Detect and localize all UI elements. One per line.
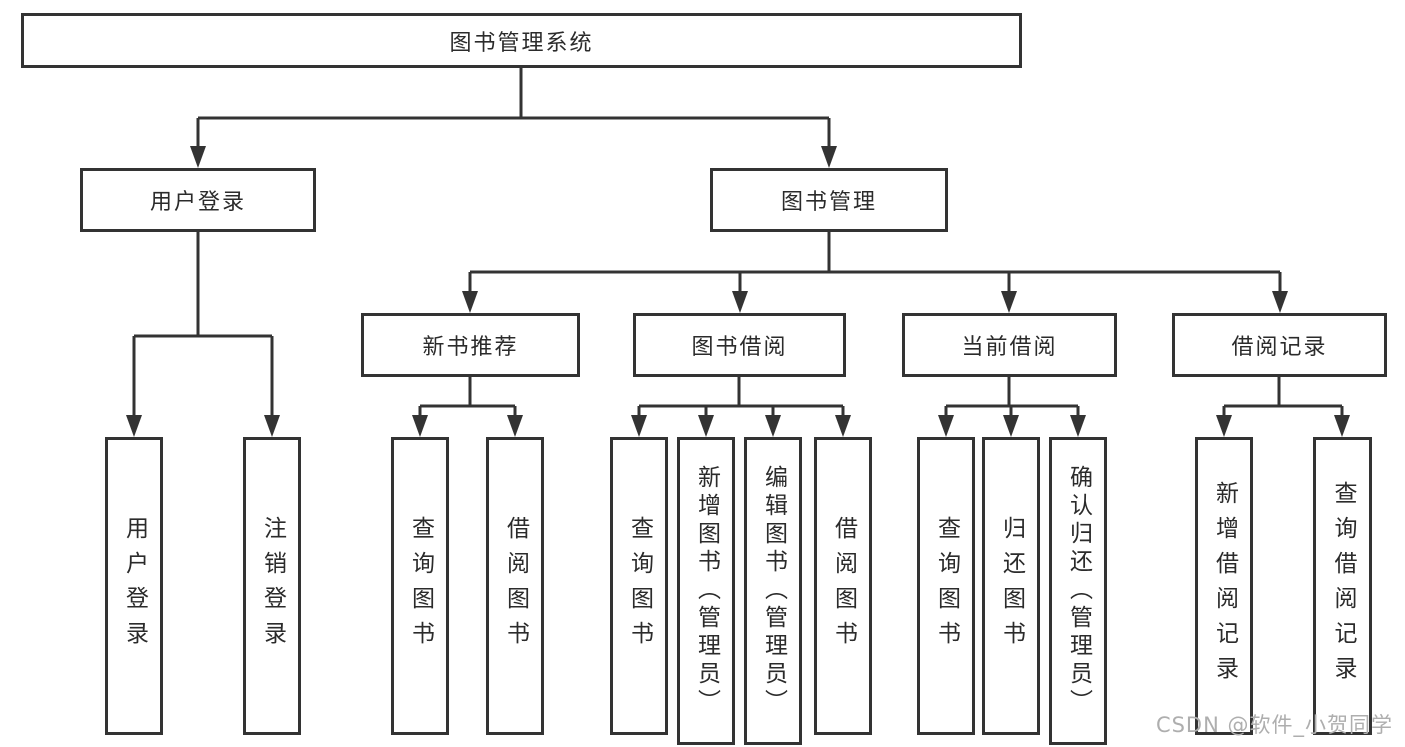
node-add-borrow-record: 新增借阅记录 <box>1195 437 1253 735</box>
node-query-books-recommend: 查询图书 <box>391 437 449 735</box>
node-library-system: 图书管理系统 <box>21 13 1022 68</box>
node-borrow-records: 借阅记录 <box>1172 313 1387 377</box>
node-confirm-return-admin: 确认归还（管理员） <box>1049 437 1107 745</box>
node-borrow-books-recommend: 借阅图书 <box>486 437 544 735</box>
node-user-login: 用户登录 <box>80 168 316 232</box>
arrow-down-icons <box>126 146 1350 437</box>
watermark: CSDN @软件_小贺同学 <box>1155 713 1393 737</box>
node-current-borrow: 当前借阅 <box>902 313 1117 377</box>
node-logout: 注销登录 <box>243 437 301 735</box>
node-new-book-recommend: 新书推荐 <box>361 313 580 377</box>
node-query-books-borrow: 查询图书 <box>610 437 668 735</box>
node-query-borrow-record: 查询借阅记录 <box>1313 437 1372 735</box>
node-edit-book-admin: 编辑图书（管理员） <box>744 437 802 745</box>
node-user-login-leaf: 用户登录 <box>105 437 163 735</box>
node-borrow-books-leaf: 借阅图书 <box>814 437 872 735</box>
node-return-book: 归还图书 <box>982 437 1040 735</box>
node-add-book-admin: 新增图书（管理员） <box>677 437 735 745</box>
node-book-borrow: 图书借阅 <box>633 313 846 377</box>
node-query-books-current: 查询图书 <box>917 437 975 735</box>
node-book-management: 图书管理 <box>710 168 948 232</box>
